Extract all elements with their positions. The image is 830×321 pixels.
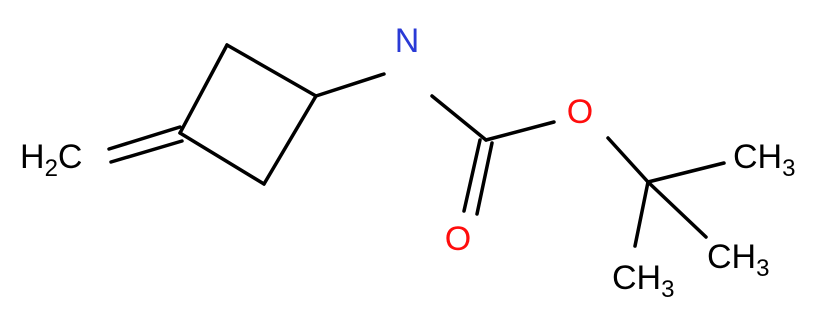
methyl-group-label-1: CH3 <box>733 138 795 182</box>
exocyclic-double-bond-b <box>109 139 184 164</box>
methyl-group-label-2: CH3 <box>707 238 769 282</box>
methyl-1-subscript: 3 <box>782 155 795 182</box>
carbonyl-to-ether-bond <box>484 120 556 142</box>
quaternary-to-methyl2-bond <box>646 180 708 239</box>
quaternary-to-methyl1-bond <box>646 161 726 184</box>
ring-bond-bottom <box>178 131 266 186</box>
ring-bond-right <box>262 94 318 186</box>
ring-bond-top <box>225 43 318 98</box>
nh-to-carbonyl-bond <box>430 94 488 142</box>
methyl-3-main: CH <box>612 259 661 297</box>
methyl-1-main: CH <box>733 138 782 176</box>
methyl-group-label-3: CH3 <box>612 259 674 303</box>
ether-to-quaternary-bond <box>606 136 650 184</box>
carbonyl-double-bond-a <box>462 138 482 213</box>
bonds <box>107 43 726 248</box>
ether-oxygen-atom-label: O <box>567 93 593 131</box>
methylene-group-label: H2C <box>20 138 82 182</box>
methylene-subscript: 2 <box>45 155 58 182</box>
ring-to-nh-bond <box>314 72 386 98</box>
methyl-2-main: CH <box>707 238 756 276</box>
carbonyl-oxygen-atom-label: O <box>445 220 471 258</box>
methylene-h: H <box>20 138 45 176</box>
carbonyl-double-bond-b <box>475 141 494 216</box>
methyl-3-subscript: 3 <box>661 276 674 303</box>
methylene-c: C <box>58 138 83 176</box>
quaternary-to-methyl3-bond <box>633 180 650 248</box>
nitrogen-atom-label: N <box>395 22 420 60</box>
ring-bond-left <box>178 43 229 135</box>
exocyclic-double-bond-a <box>107 125 182 151</box>
methyl-2-subscript: 3 <box>756 255 769 282</box>
